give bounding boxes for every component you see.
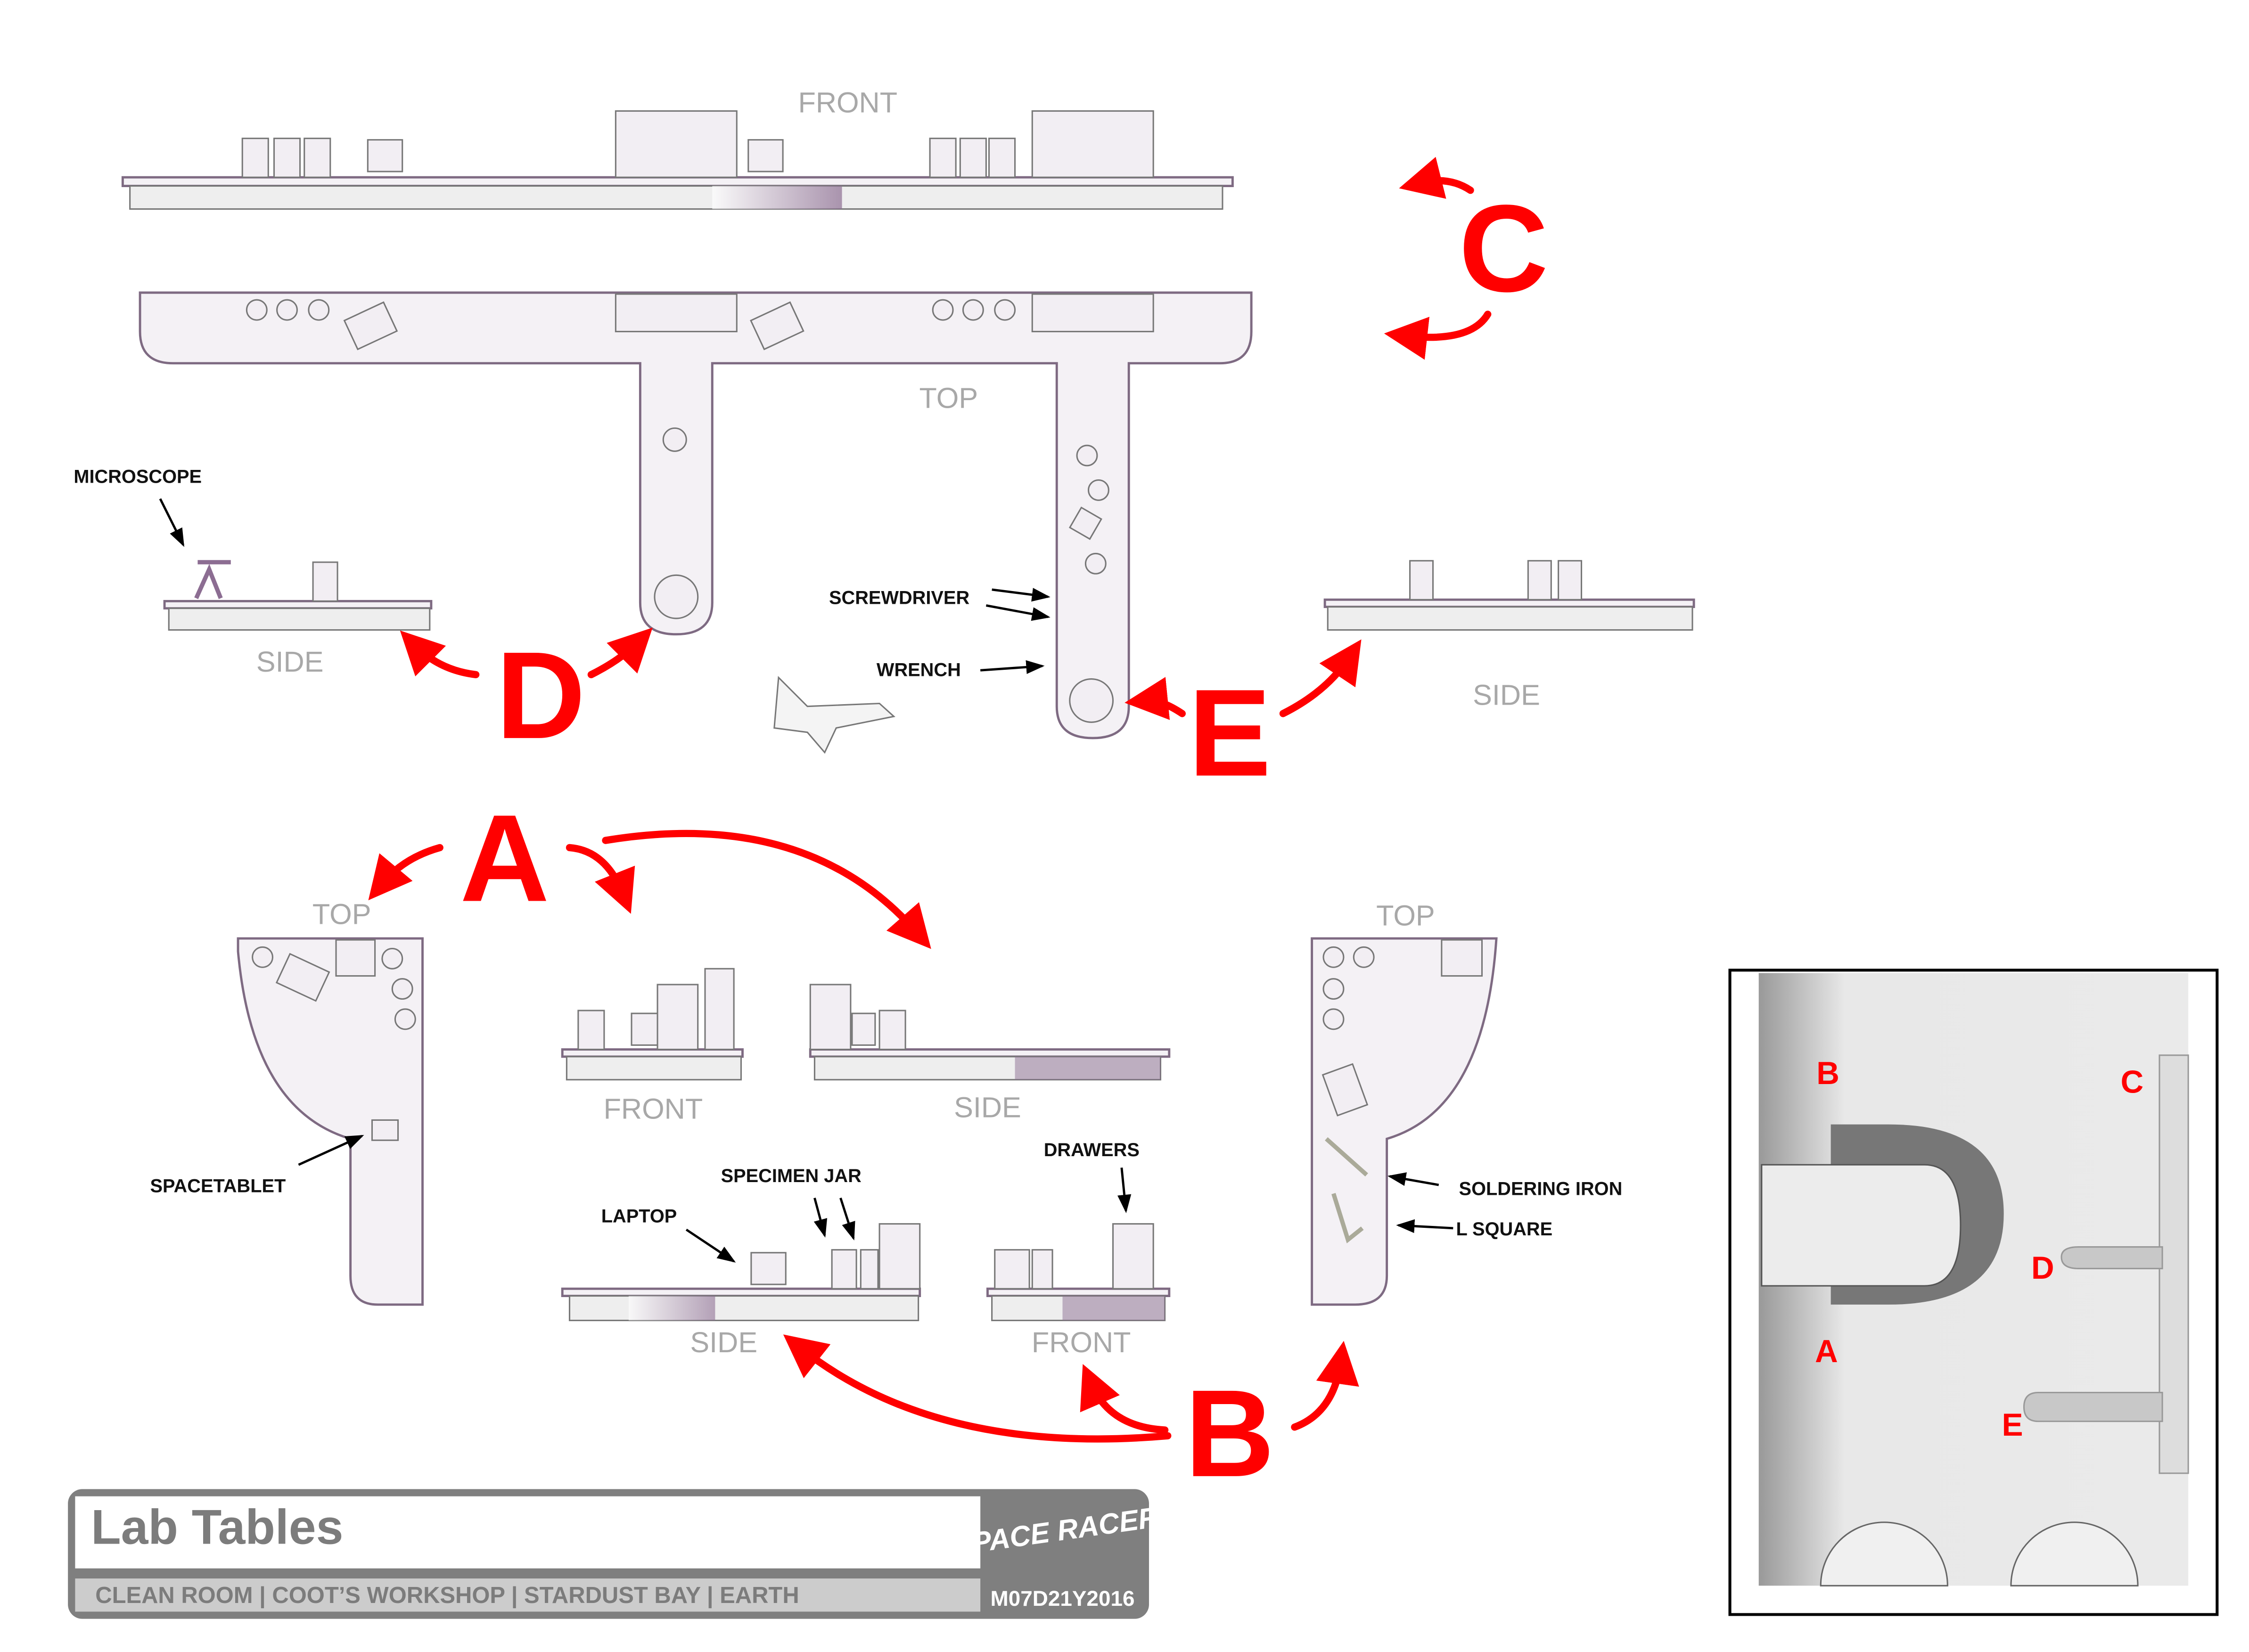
- minimap-label-c: C: [2121, 1064, 2144, 1100]
- top-plan-main: TOP: [139, 291, 1253, 740]
- side-elevation-d: SIDE: [163, 560, 433, 678]
- view-label: SIDE: [1473, 679, 1540, 711]
- microscope-icon: [194, 560, 231, 600]
- view-label: TOP: [919, 382, 978, 414]
- view-label: SIDE: [954, 1091, 1021, 1123]
- callouts: MICROSCOPE SCREWDRIVER WRENCH SPACETABLE…: [74, 467, 1623, 1263]
- minimap-label-d: D: [2031, 1250, 2054, 1286]
- callout-microscope: MICROSCOPE: [74, 467, 202, 487]
- top-plan-a: TOP: [237, 898, 424, 1306]
- callout-soldering-iron: SOLDERING IRON: [1459, 1178, 1623, 1199]
- callout-screwdriver: SCREWDRIVER: [829, 587, 969, 608]
- callout-drawers: DRAWERS: [1044, 1140, 1140, 1160]
- minimap-label-e: E: [2002, 1407, 2023, 1443]
- floor-plan-minimap: B C D A E: [1728, 969, 2219, 1616]
- view-label: TOP: [1376, 900, 1435, 932]
- location-breadcrumb: CLEAN ROOM | COOT’S WORKSHOP | STARDUST …: [95, 1583, 799, 1608]
- callout-wrench: WRENCH: [877, 659, 961, 680]
- page-title: Lab Tables: [91, 1500, 343, 1555]
- spaceship-icon: [773, 676, 895, 754]
- view-label: SIDE: [256, 646, 324, 678]
- side-elevation-b: SIDE: [561, 1223, 921, 1358]
- callout-laptop: LAPTOP: [601, 1206, 677, 1227]
- view-label: FRONT: [798, 87, 897, 119]
- side-elevation-e: SIDE: [1323, 560, 1695, 711]
- side-elevation-a: SIDE: [809, 984, 1171, 1123]
- view-label: SIDE: [690, 1326, 757, 1358]
- front-elevation-main: FRONT: [121, 87, 1234, 210]
- date-stamp: M07D21Y2016: [991, 1586, 1135, 1611]
- marker-c: C: [1459, 179, 1548, 318]
- marker-b: B: [1185, 1364, 1274, 1503]
- top-plan-b: TOP: [1311, 900, 1498, 1306]
- marker-d: D: [496, 626, 585, 764]
- view-markers: C D E A B: [368, 156, 1548, 1503]
- view-label: FRONT: [604, 1093, 703, 1125]
- view-label: FRONT: [1032, 1326, 1131, 1358]
- marker-a: A: [460, 789, 550, 928]
- callout-spacetablet: SPACETABLET: [150, 1175, 286, 1196]
- marker-e: E: [1189, 663, 1271, 802]
- minimap-label-b: B: [1816, 1056, 1839, 1091]
- minimap-label-a: A: [1815, 1334, 1838, 1369]
- callout-l-square: L SQUARE: [1456, 1219, 1552, 1240]
- title-block: Lab Tables CLEAN ROOM | COOT’S WORKSHOP …: [68, 1489, 1180, 1619]
- callout-specimen-jar: SPECIMEN JAR: [721, 1166, 862, 1186]
- view-label: TOP: [312, 898, 371, 930]
- front-elevation-b: FRONT: [986, 1223, 1171, 1358]
- front-elevation-a: FRONT: [561, 968, 744, 1125]
